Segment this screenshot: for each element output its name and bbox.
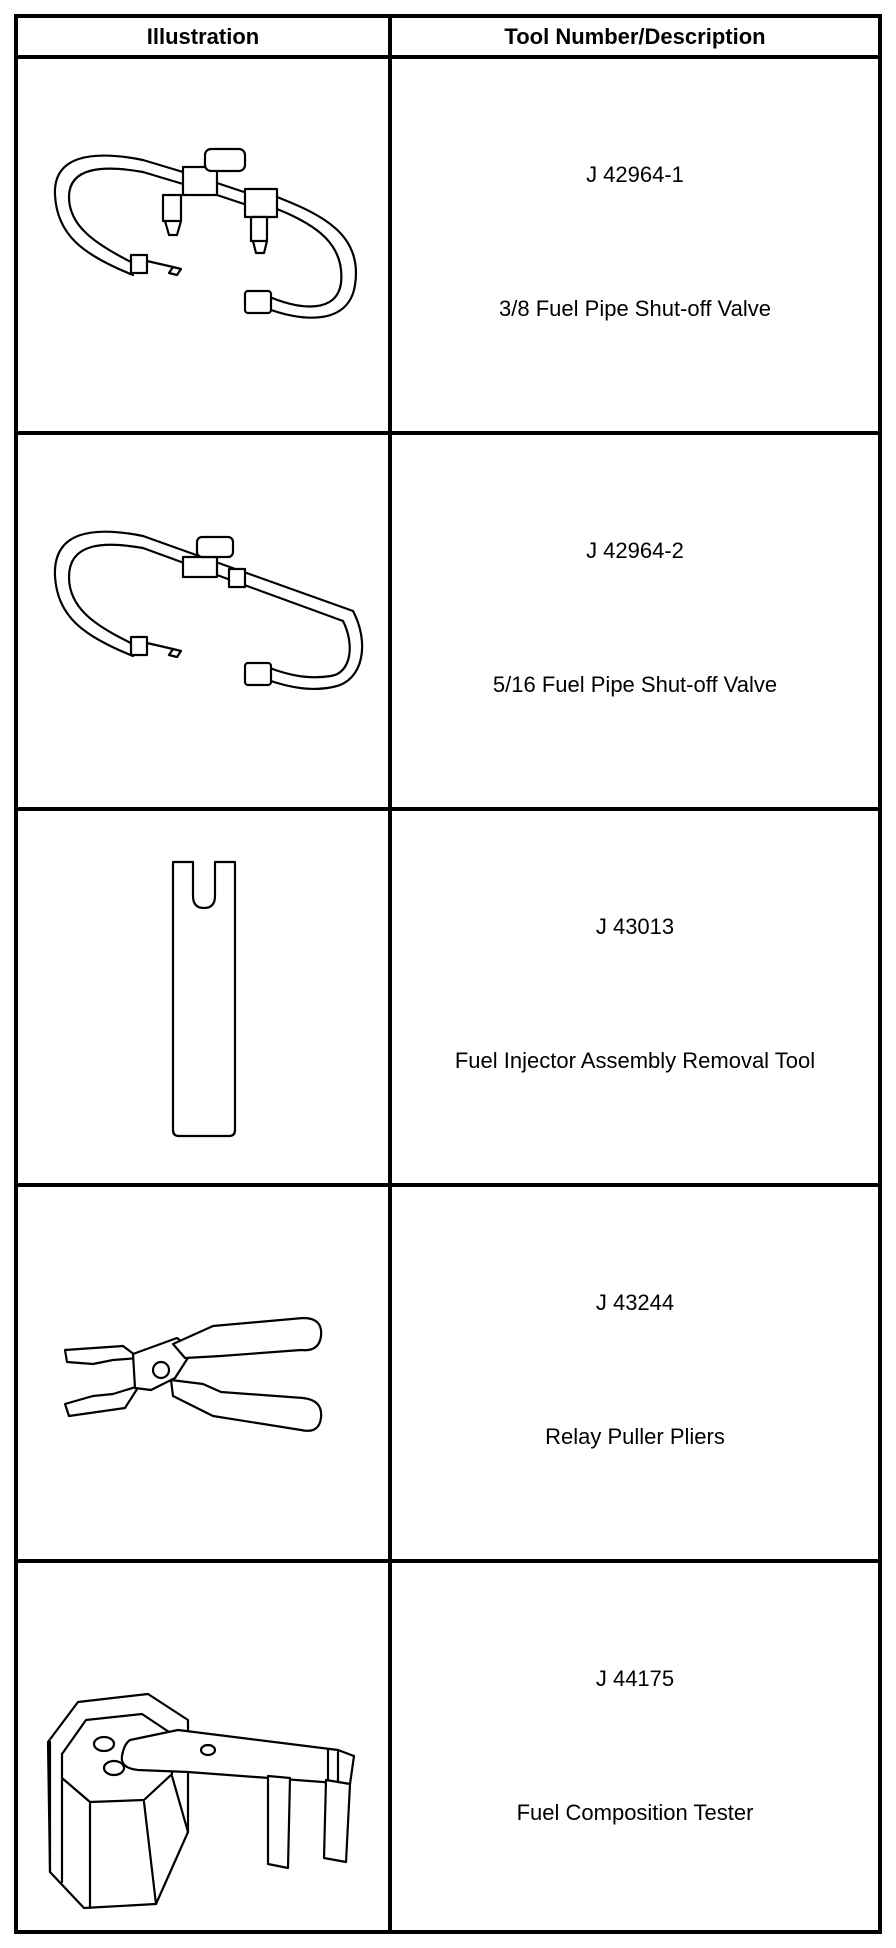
header-illustration: Illustration xyxy=(146,23,260,49)
description-cell: J 43013 Fuel Injector Assembly Removal T… xyxy=(392,811,878,1183)
table-row: J 43244 Relay Puller Pliers xyxy=(18,1187,878,1563)
relay-puller-pliers-icon xyxy=(63,1316,323,1432)
description-cell: J 44175 Fuel Composition Tester xyxy=(392,1563,878,1930)
column-divider xyxy=(388,18,392,55)
column-divider xyxy=(388,59,392,431)
header-tool-number-description: Tool Number/Description xyxy=(504,23,766,49)
tool-number: J 43244 xyxy=(595,1290,675,1315)
fuel-pipe-shutoff-valve-icon xyxy=(53,147,358,319)
table-row: J 43013 Fuel Injector Assembly Removal T… xyxy=(18,811,878,1187)
description-cell: J 42964-2 5/16 Fuel Pipe Shut-off Valve xyxy=(392,435,878,807)
column-divider xyxy=(388,811,392,1183)
fuel-composition-tester-icon xyxy=(46,1692,356,1910)
column-divider xyxy=(388,1187,392,1559)
tool-description: Fuel Injector Assembly Removal Tool xyxy=(454,1048,816,1073)
tool-table: Illustration Tool Number/Description xyxy=(14,14,882,1934)
tool-description: 3/8 Fuel Pipe Shut-off Valve xyxy=(499,296,771,321)
illustration-cell xyxy=(18,811,388,1183)
tool-number: J 44175 xyxy=(595,1666,675,1691)
tool-description: Fuel Composition Tester xyxy=(516,1800,754,1825)
table-row: J 44175 Fuel Composition Tester xyxy=(18,1563,878,1930)
column-divider xyxy=(388,435,392,807)
tool-description: Relay Puller Pliers xyxy=(545,1424,725,1449)
description-cell: J 42964-1 3/8 Fuel Pipe Shut-off Valve xyxy=(392,59,878,431)
tool-number: J 42964-2 xyxy=(586,538,684,563)
illustration-cell xyxy=(18,59,388,431)
fuel-pipe-shutoff-valve-icon xyxy=(53,530,364,691)
tool-number: J 43013 xyxy=(595,914,675,939)
illustration-cell xyxy=(18,1563,388,1930)
tool-number: J 42964-1 xyxy=(586,162,684,187)
column-divider xyxy=(388,1563,392,1930)
illustration-cell xyxy=(18,435,388,807)
table-row: J 42964-1 3/8 Fuel Pipe Shut-off Valve xyxy=(18,59,878,435)
injector-removal-tool-icon xyxy=(171,860,237,1138)
illustration-cell xyxy=(18,1187,388,1559)
table-header-row: Illustration Tool Number/Description xyxy=(18,18,878,59)
tool-description: 5/16 Fuel Pipe Shut-off Valve xyxy=(492,672,778,697)
description-cell: J 43244 Relay Puller Pliers xyxy=(392,1187,878,1559)
table-row: J 42964-2 5/16 Fuel Pipe Shut-off Valve xyxy=(18,435,878,811)
